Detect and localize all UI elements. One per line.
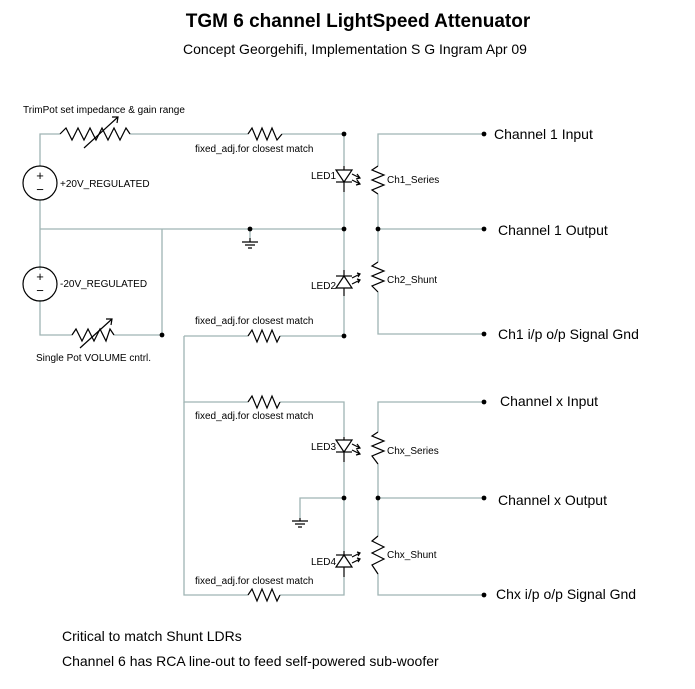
port-chx-output: Channel x Output bbox=[498, 492, 607, 508]
port-chx-input: Channel x Input bbox=[500, 393, 598, 409]
fixed-resistor-3 bbox=[247, 394, 281, 410]
fixed-resistor-2 bbox=[247, 328, 281, 344]
pos-supply-source: + − bbox=[22, 165, 58, 201]
svg-text:−: − bbox=[36, 283, 44, 298]
neg-supply-label: -20V_REGULATED bbox=[60, 279, 147, 290]
neg-supply-source: + − bbox=[22, 266, 58, 302]
led4-diode bbox=[334, 551, 361, 577]
diagram-subtitle: Concept Georgehifi, Implementation S G I… bbox=[183, 41, 527, 57]
fixed-adj-label-4: fixed_adj.for closest match bbox=[195, 576, 313, 587]
svg-text:−: − bbox=[36, 182, 44, 197]
led2-diode bbox=[334, 270, 361, 296]
ground-symbol-1 bbox=[242, 238, 258, 249]
svg-text:+: + bbox=[36, 269, 44, 284]
fixed-adj-label-2: fixed_adj.for closest match bbox=[195, 316, 313, 327]
junction-dots bbox=[159, 131, 487, 598]
led3-diode bbox=[334, 437, 362, 462]
ldr-chx-shunt bbox=[370, 535, 386, 575]
ch2-shunt-label: Ch2_Shunt bbox=[387, 275, 437, 286]
ldr-ch2-shunt bbox=[370, 261, 386, 293]
ldr-chx-series bbox=[370, 431, 386, 465]
svg-text:+: + bbox=[36, 168, 44, 183]
diagram-title: TGM 6 channel LightSpeed Attenuator bbox=[186, 11, 531, 32]
port-ch1-gnd: Ch1 i/p o/p Signal Gnd bbox=[498, 326, 639, 342]
led4-label: LED4 bbox=[311, 557, 336, 568]
chx-series-label: Chx_Series bbox=[387, 446, 439, 457]
fixed-resistor-1 bbox=[247, 126, 283, 142]
fixed-adj-label-3: fixed_adj.for closest match bbox=[195, 411, 313, 422]
ground-symbol-2 bbox=[292, 518, 308, 528]
port-ch1-input: Channel 1 Input bbox=[494, 126, 593, 142]
volume-pot-label: Single Pot VOLUME cntrl. bbox=[36, 353, 151, 364]
port-ch1-output: Channel 1 Output bbox=[498, 222, 608, 238]
led3-label: LED3 bbox=[311, 442, 336, 453]
chx-shunt-label: Chx_Shunt bbox=[387, 550, 437, 561]
fixed-resistor-4 bbox=[247, 587, 281, 603]
led1-diode bbox=[334, 166, 362, 192]
trimpot-label: TrimPot set impedance & gain range bbox=[23, 105, 185, 116]
note-shunt-match: Critical to match Shunt LDRs bbox=[62, 628, 242, 644]
pos-supply-label: +20V_REGULATED bbox=[60, 179, 150, 190]
ldr-ch1-series bbox=[370, 165, 386, 195]
port-chx-gnd: Chx i/p o/p Signal Gnd bbox=[496, 586, 636, 602]
led2-label: LED2 bbox=[311, 281, 336, 292]
wiring bbox=[39, 133, 484, 596]
led1-label: LED1 bbox=[311, 171, 336, 182]
trimpot-resistor bbox=[59, 116, 131, 149]
ch1-series-label: Ch1_Series bbox=[387, 175, 439, 186]
note-channel6: Channel 6 has RCA line-out to feed self-… bbox=[62, 653, 439, 669]
volume-pot-resistor bbox=[71, 318, 115, 349]
fixed-adj-label-1: fixed_adj.for closest match bbox=[195, 144, 313, 155]
